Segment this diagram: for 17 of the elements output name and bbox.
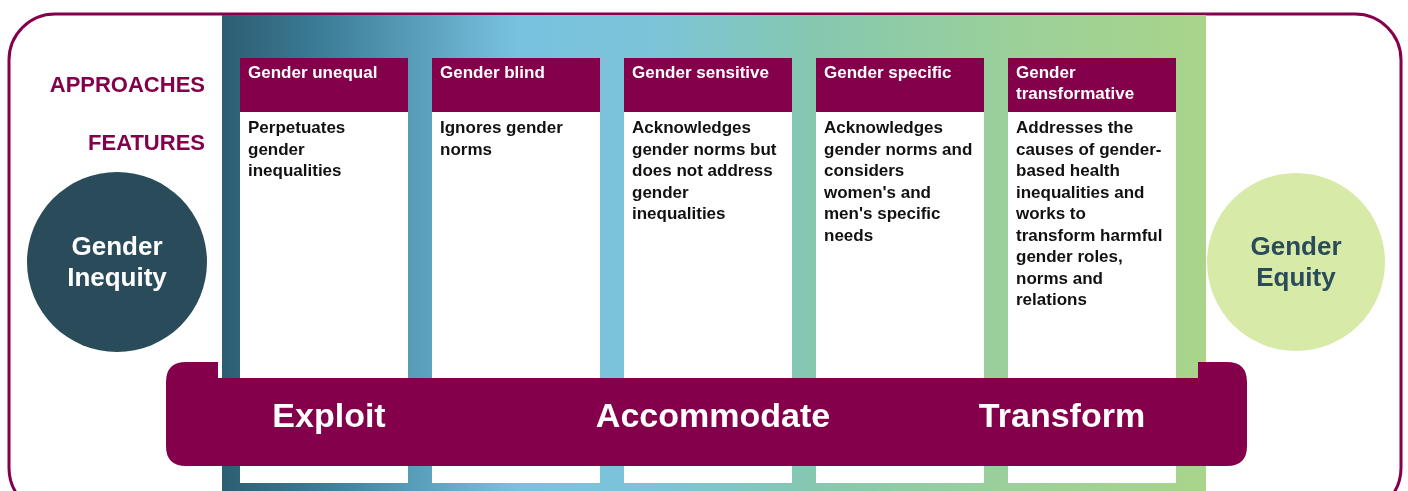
approach-header: Gender specific [816, 58, 984, 112]
feature-text: Acknowledges gender norms but does not address gender inequalities [624, 112, 792, 378]
approach-header: Gender unequal [240, 58, 408, 112]
approach-header: Gender sensitive [624, 58, 792, 112]
feature-text: Perpetuates gender inequalities [240, 112, 408, 378]
feature-text: Addresses the causes of gender-based health inequalities and works to transform harmful gender roles, norms and relations [1008, 112, 1176, 378]
approach-header: Gender transformative [1008, 58, 1176, 112]
feature-text: Acknowledges gender norms and considers women's and men's specific needs [816, 112, 984, 378]
banner-label: Accommodate [595, 396, 831, 435]
banner-label: Transform [978, 396, 1146, 435]
circle-label: Gender Inequity [66, 231, 168, 293]
row-label: FEATURES [87, 130, 205, 156]
approach-header: Gender blind [432, 58, 600, 112]
row-label: APPROACHES [48, 72, 205, 98]
banner-label: Exploit [272, 396, 386, 435]
feature-text: Ignores gender norms [432, 112, 600, 378]
circle-label: Gender Equity [1249, 231, 1343, 293]
